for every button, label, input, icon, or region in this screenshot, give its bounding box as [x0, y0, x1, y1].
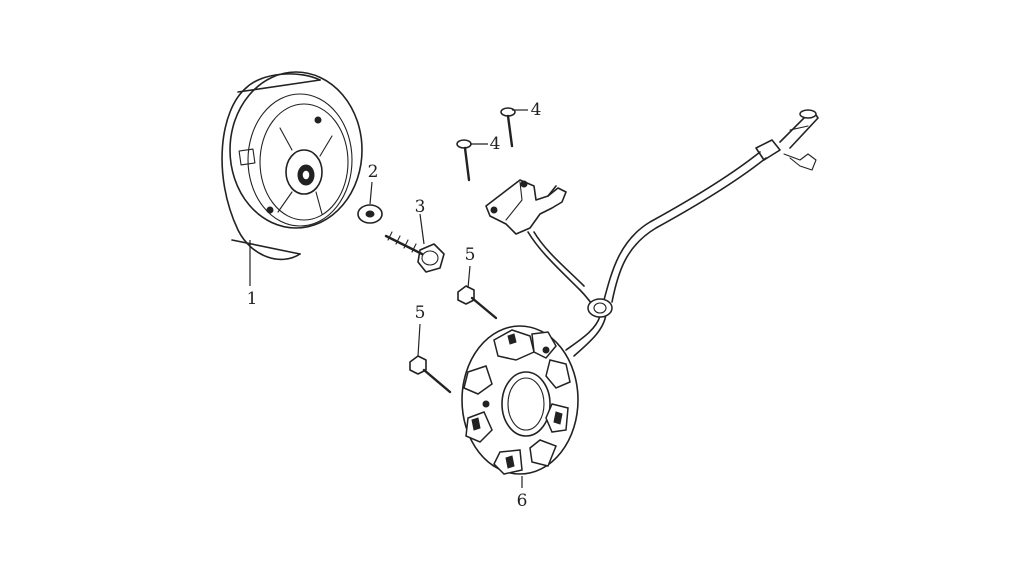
callout-4-upper: 4 [531, 100, 542, 120]
flange-bolt [384, 231, 445, 273]
leader-lines [249, 109, 528, 488]
bolt-upper [457, 285, 498, 320]
callout-5-upper: 5 [465, 245, 476, 265]
callout-5-lower: 5 [415, 303, 426, 323]
flywheel-rotor [221, 71, 363, 261]
screw-upper [500, 107, 516, 148]
stator [461, 325, 579, 475]
bolt-lower [409, 355, 452, 394]
callout-6: 6 [517, 491, 528, 511]
callout-2: 2 [368, 162, 379, 182]
wire-harness [527, 109, 819, 357]
screw-lower [456, 139, 472, 182]
callout-3: 3 [415, 197, 426, 217]
pulser-coil [485, 179, 567, 235]
callout-1: 1 [247, 289, 258, 309]
washer [357, 204, 383, 224]
callout-4-lower: 4 [490, 134, 501, 154]
